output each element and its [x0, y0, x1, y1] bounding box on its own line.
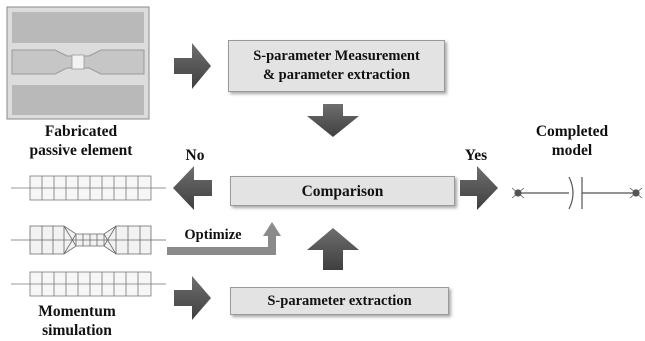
momentum-label-line-1: Momentum — [38, 303, 116, 320]
momentum-mesh-top — [11, 175, 166, 201]
fabricated-element-image — [6, 6, 150, 120]
measurement-box: S-parameter Measurement & parameter extr… — [228, 40, 445, 92]
fabricated-label-line-2: passive element — [29, 142, 133, 159]
completed-label-line-2: model — [551, 142, 593, 159]
extraction-label: S-parameter extraction — [267, 292, 412, 309]
momentum-mesh-bottom — [11, 271, 166, 297]
no-label: No — [185, 147, 205, 164]
momentum-label-line-2: simulation — [42, 322, 112, 339]
optimize-label: Optimize — [184, 227, 242, 243]
extraction-box: S-parameter extraction — [230, 287, 449, 315]
arrow-right-to-extraction — [174, 276, 211, 320]
measurement-line-1: S-parameter Measurement — [253, 48, 420, 64]
fabricated-label: Fabricated passive element — [0, 122, 162, 160]
momentum-mesh-middle — [11, 225, 166, 255]
fabricated-label-line-1: Fabricated — [44, 123, 118, 140]
comparison-label: Comparison — [301, 182, 384, 200]
yes-label: Yes — [464, 147, 488, 164]
arrow-right-yes — [460, 166, 498, 210]
arrow-down-to-comparison — [307, 104, 359, 137]
completed-label-line-1: Completed — [535, 123, 609, 140]
arrow-right-to-measurement — [174, 43, 211, 89]
comparison-box: Comparison — [230, 176, 455, 206]
arrow-left-no — [173, 166, 212, 210]
completed-model-circuit — [511, 176, 643, 210]
measurement-line-2: & parameter extraction — [262, 67, 411, 83]
optimize-arrow — [167, 222, 281, 255]
completed-label: Completed model — [520, 122, 624, 160]
momentum-label: Momentum simulation — [14, 302, 140, 340]
arrow-up-to-comparison — [307, 228, 359, 270]
